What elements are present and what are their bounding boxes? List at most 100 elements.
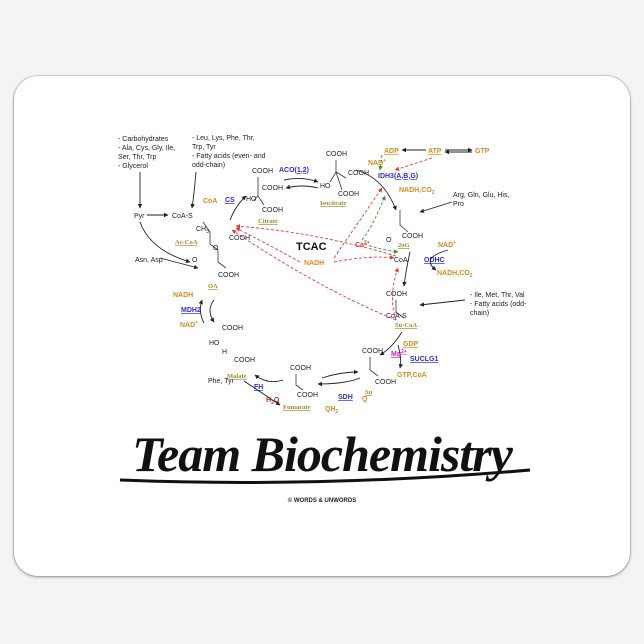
enzyme-cs: CS [225,197,235,204]
gtp-coa-label: GTP,CoA [397,372,427,379]
enzyme-sdh: SDH [338,394,353,401]
water-label: H2O [266,397,280,406]
h-label: H [222,349,227,356]
cooh-label: COOH [262,185,283,192]
coa-right-label: CoA [394,257,408,264]
input-line: odd-chain) [192,162,225,169]
arrow-arg-to-2og [419,201,453,213]
input-asn-asp: Asn, Asp [135,257,163,264]
red-arrow-succoa-to-odhc [392,267,399,321]
input-line: - Ala, Cys, Gly, Ile, [118,145,175,152]
nadh-co2-idh-label: NADH,CO2 [399,187,435,196]
oxygen-label: O [386,237,392,244]
cooh-label: COOH [326,151,347,158]
nadh-co2-odhc-label: NADH,CO2 [437,270,473,279]
intermediate-succinate: Su [365,389,373,396]
cooh-label: COOH [386,291,407,298]
arrow-fumarate-to-malate [254,374,284,383]
cooh-label: COOH [234,357,255,364]
oxygen-label: O [213,245,219,252]
cooh-label: COOH [218,272,239,279]
intermediate-malate: Malate [227,373,247,380]
structure-bonds [395,300,405,319]
cooh-label: COOH [290,365,311,372]
input-line: Trp, Tyr [192,144,216,151]
team-biochemistry-title: Team Biochemistry [132,426,514,482]
nadh-regulator-label: NADH [304,260,324,267]
input-line: - Fatty acids (odd- [470,301,527,308]
enzyme-suclg1: SUCLG1 [410,356,439,363]
arrow-gdp-to-gtp [397,344,404,369]
calcium-label: Ca2+ [355,240,370,249]
atp-label: ATP [428,148,442,155]
arrow-pyr-to-oa [139,221,191,263]
input-line: - Leu, Lys, Phe, Thr, [192,135,255,142]
input-list-leucine: - Leu, Lys, Phe, Thr, Trp, Tyr - Fatty a… [192,135,266,169]
arrow-leu-to-coas [190,171,197,209]
intermediate-citrate: Citrate [258,218,278,225]
coa-s-right-label: CoA-S [386,313,407,320]
green-arrow-ca-to-idh [361,195,386,241]
pyruvate-label: Pyr [134,213,145,220]
structure-bonds [253,177,265,206]
intermediate-isocitrate: Isocitrate [320,200,346,207]
arrow-isocitrate-to-2og [355,169,397,211]
enzyme-aco: ACO(1,2) [279,167,309,174]
red-arrow-atp [394,157,433,171]
red-arrow-nadh-to-cs [235,227,301,263]
arrow-succinate-to-fumarate [317,377,361,387]
input-line: - Fatty acids (even- and [192,153,266,160]
input-line: - Ile, Met, Thr, Val [470,292,525,299]
arrow-ile-to-succoa [419,299,466,307]
structure-bonds [202,221,227,269]
copyright-notice: © WORDS & UNWORDS [288,497,356,504]
gtp-label: GTP [475,148,490,155]
green-arrow-ca-to-odhc [363,243,399,254]
intermediate-2-oxoglutarate: 2oG [398,242,410,249]
structure-bonds [399,210,409,233]
adp-label: ADP [384,148,399,155]
green-arrow-adp [378,154,383,171]
title-swash [119,468,531,484]
arrow-succoa-to-succinate [379,331,403,356]
input-line: Ser, Thr, Trp [118,154,156,161]
mousepad-surface [14,76,630,576]
input-line: chain) [470,310,489,317]
cooh-label: COOH [297,392,318,399]
qh2-label: QH2 [325,406,339,415]
arrow-nad-to-nadh [198,299,205,324]
cooh-label: COOH [402,233,423,240]
cooh-label: COOH [262,207,283,214]
nad-plus-odhc-label: NAD+ [438,240,456,249]
tcac-center-label: TCAC [296,241,327,253]
coa-s-left-label: CoA-S [172,213,193,220]
input-list-arginine: Arg, Gln, Glu, His, Pro [453,192,509,208]
arrow-fumarate-to-succinate [321,369,359,379]
structure-bonds [295,374,304,391]
red-arrow-succoa-to-cs [231,229,397,321]
ho-label: HO [246,196,257,203]
input-list-carbohydrates: - Carbohydrates - Ala, Cys, Gly, Ile, Se… [118,136,175,170]
nad-plus-idh-label: NAD+ [368,158,386,167]
q-label: Q [362,396,368,403]
arrow-citrate-to-isocitrate [283,177,319,183]
intermediate-acetyl-coa: Ac-CoA [175,239,198,246]
cooh-label: COOH [222,325,243,332]
input-list-isoleucine: - Ile, Met, Thr, Val - Fatty acids (odd-… [470,292,527,317]
nad-plus-mdh-label: NAD+ [180,320,198,329]
ho-label: HO [320,183,331,190]
arrow-nad-to-nadh-odhc [429,249,449,271]
nadh-mdh-label: NADH [173,292,193,299]
input-line: Arg, Gln, Glu, His, [453,192,509,199]
intermediate-succinyl-coa: Su-CoA [395,322,417,329]
coa-top-label: CoA [203,198,217,205]
intermediate-oxaloacetate: OA [208,283,218,290]
magnesium-label: Mg2+ [391,349,407,358]
intermediate-fumarate: Fumarate [283,404,311,411]
input-line: - Glycerol [118,163,148,170]
arrow-2og-to-succoa [402,251,411,287]
enzyme-odhc: ODHC [424,257,445,264]
arrow-accoa-to-citrate [229,195,247,221]
cooh-label: COOH [362,348,383,355]
